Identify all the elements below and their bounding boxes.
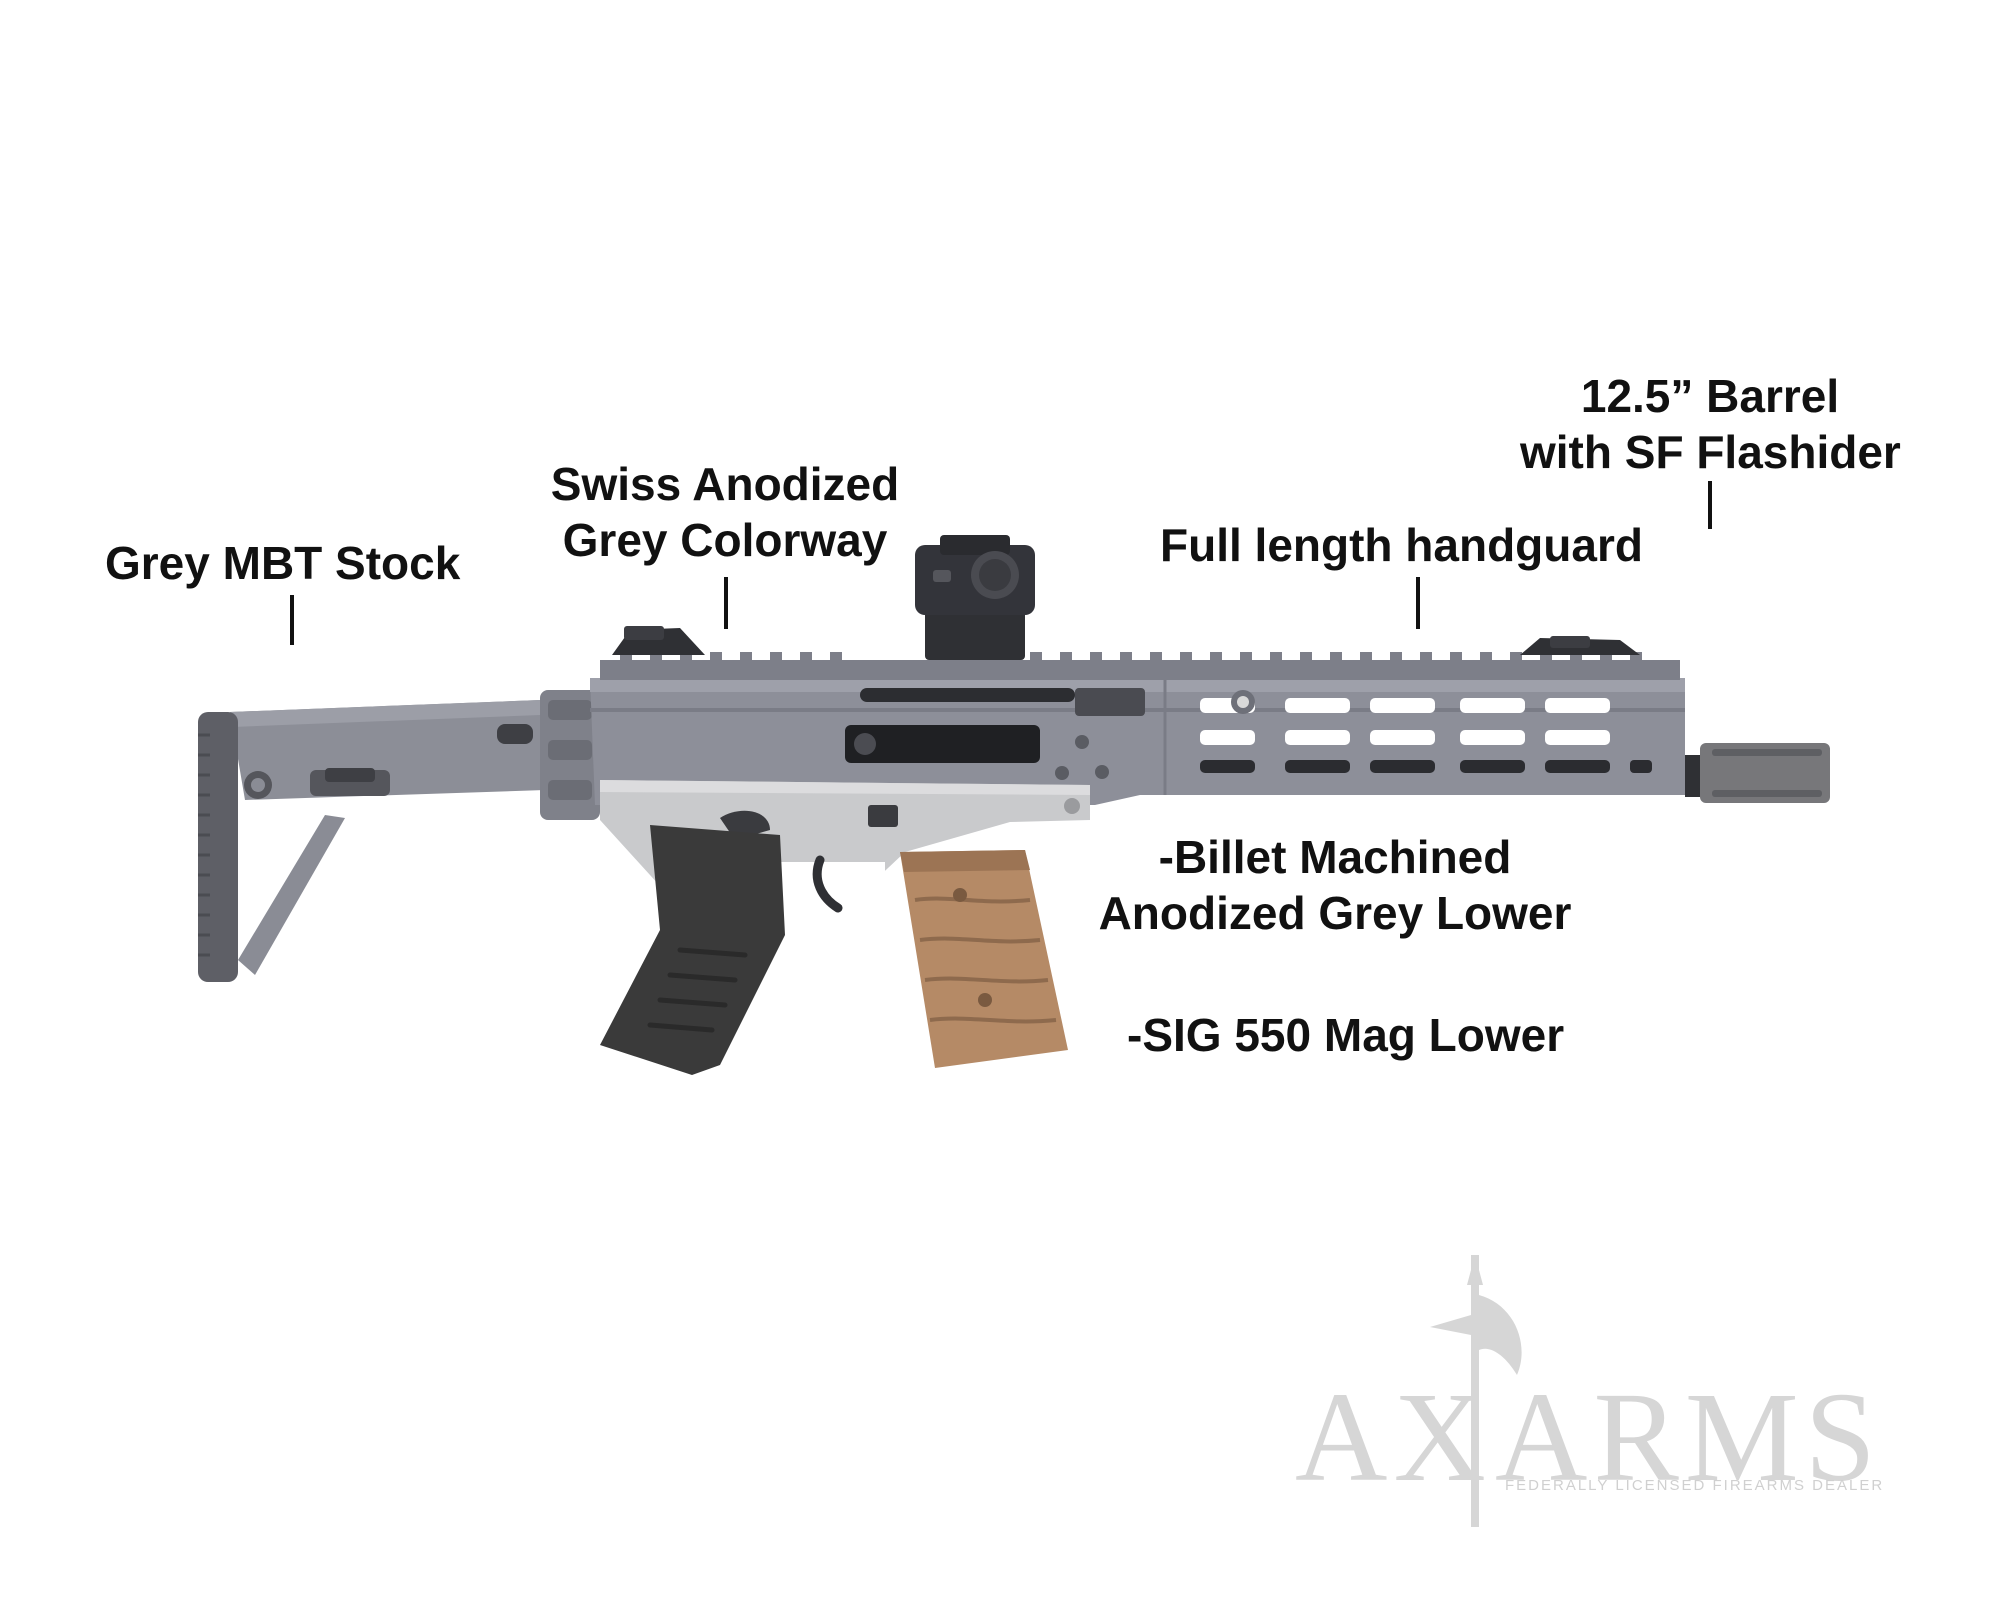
rear-sight	[612, 626, 705, 655]
watermark-tagline: FEDERALLY LICENSED FIREARMS DEALER	[1505, 1477, 1885, 1494]
red-dot-optic	[915, 535, 1035, 660]
magazine	[900, 850, 1068, 1068]
callout-barrel: 12.5” Barrel with SF Flashider	[1520, 368, 1901, 480]
callout-lower: -Billet Machined Anodized Grey Lower	[1075, 829, 1595, 941]
callout-stock-leader	[290, 595, 294, 645]
callout-stock: Grey MBT Stock	[105, 537, 461, 589]
callout-colorway: Swiss Anodized Grey Colorway	[535, 456, 915, 568]
front-sight	[1520, 636, 1640, 655]
callout-lower-line1: -Billet Machined	[1158, 831, 1512, 883]
callout-handguard: Full length handguard	[1160, 519, 1643, 571]
callout-colorway-leader	[724, 577, 728, 629]
watermark-right: ARMS	[1495, 1366, 1882, 1508]
upper-receiver	[590, 652, 1685, 805]
callout-handguard-leader	[1416, 577, 1420, 629]
watermark-logo: AX ARMS FEDERALLY LICENSED FIREARMS DEAL…	[1285, 1255, 1885, 1535]
halberd-icon	[1430, 1255, 1522, 1527]
callout-barrel-line2: with SF Flashider	[1520, 426, 1901, 478]
callout-mag: -SIG 550 Mag Lower	[1127, 1009, 1565, 1061]
watermark-left: AX	[1295, 1366, 1492, 1508]
folding-hinge	[540, 690, 600, 820]
pistol-grip	[600, 825, 785, 1075]
callout-barrel-line1: 12.5” Barrel	[1580, 370, 1840, 422]
callout-barrel-leader	[1708, 481, 1712, 529]
barrel	[1685, 743, 1830, 803]
callout-colorway-line2: Grey Colorway	[562, 514, 888, 566]
callout-lower-line2: Anodized Grey Lower	[1098, 887, 1572, 939]
stock	[198, 700, 545, 982]
callout-colorway-line1: Swiss Anodized	[550, 458, 900, 510]
